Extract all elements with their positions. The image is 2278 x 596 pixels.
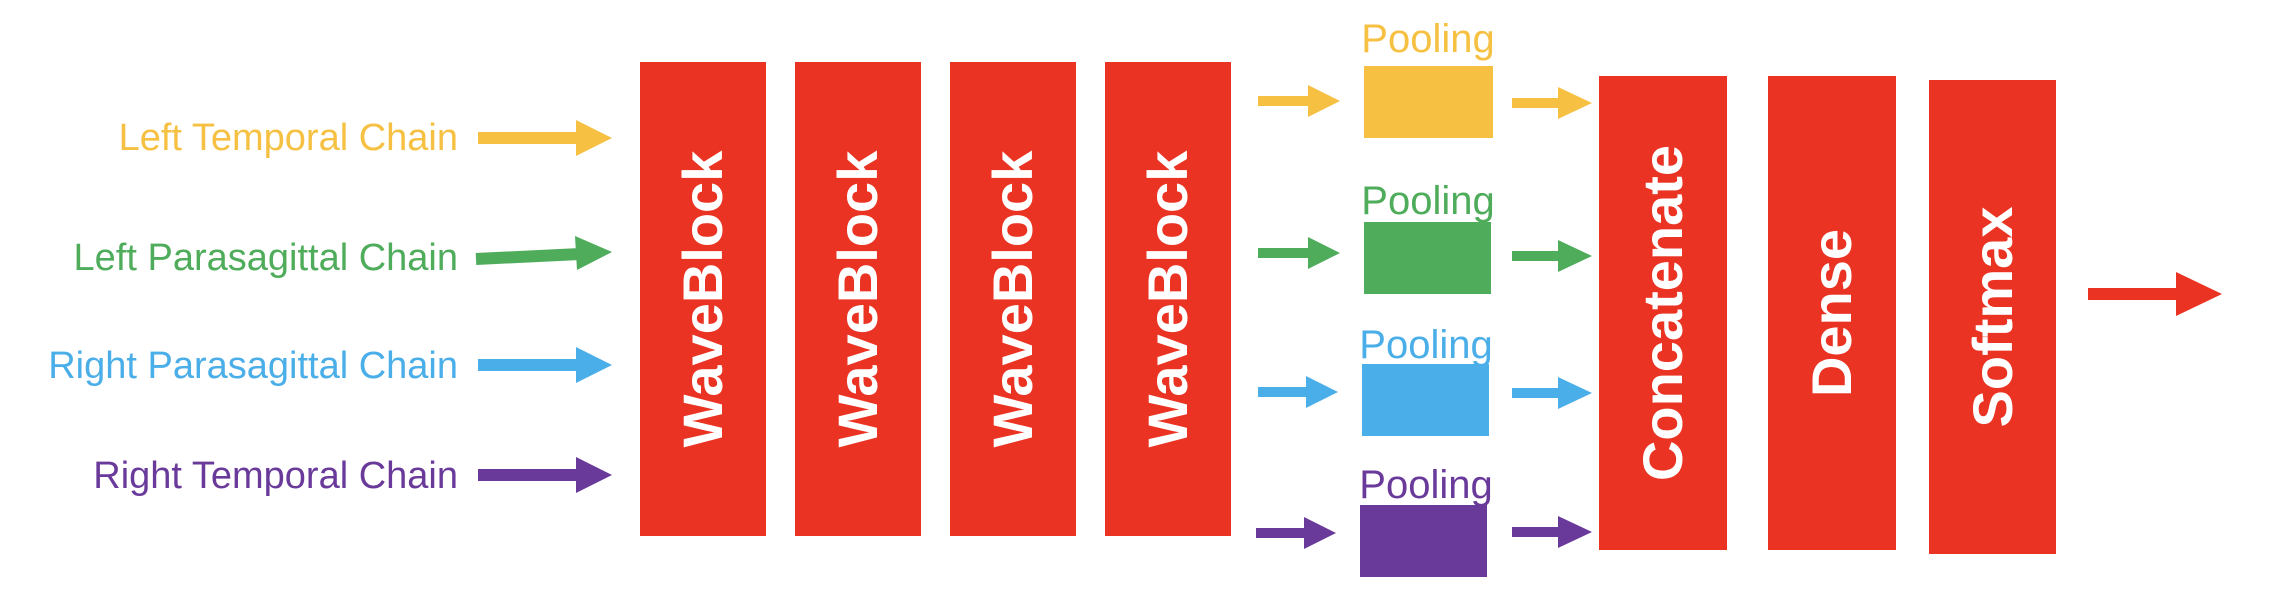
arrow-to-concatenate-3 — [1512, 377, 1592, 409]
input-label-left-parasagittal: Left Parasagittal Chain — [73, 237, 458, 279]
concatenate-block: Concatenate — [1599, 76, 1727, 550]
pooling-label-1: Pooling — [1361, 17, 1495, 61]
softmax-block: Softmax — [1929, 80, 2056, 554]
arrow-to-concatenate-1 — [1512, 87, 1592, 119]
dense-block: Dense — [1768, 76, 1896, 550]
waveblock-2: WaveBlock — [795, 62, 921, 536]
pooling-box-2 — [1364, 222, 1491, 294]
pooling-label-3: Pooling — [1359, 323, 1493, 367]
arrow-to-concatenate-2 — [1512, 240, 1592, 272]
waveblock-1: WaveBlock — [640, 62, 766, 536]
input-label-right-parasagittal: Right Parasagittal Chain — [48, 345, 458, 387]
pooling-box-1 — [1364, 66, 1493, 138]
pooling-label-2: Pooling — [1361, 179, 1495, 223]
pooling-box-3 — [1362, 364, 1489, 436]
output-arrow — [2088, 272, 2222, 316]
arrow-to-concatenate-4 — [1512, 516, 1592, 548]
input-arrow-left-parasagittal — [475, 236, 612, 270]
arrow-to-pooling-2 — [1258, 237, 1340, 269]
arrow-to-pooling-1 — [1258, 85, 1340, 117]
arrow-to-pooling-3 — [1258, 376, 1338, 408]
pooling-box-4 — [1360, 505, 1487, 577]
input-label-right-temporal: Right Temporal Chain — [93, 455, 458, 497]
input-arrow-left-temporal — [478, 120, 612, 156]
input-arrow-right-temporal — [478, 457, 612, 493]
pooling-label-4: Pooling — [1359, 463, 1493, 507]
waveblock-4: WaveBlock — [1105, 62, 1231, 536]
arrow-to-pooling-4 — [1256, 517, 1336, 549]
waveblock-3: WaveBlock — [950, 62, 1076, 536]
input-label-left-temporal: Left Temporal Chain — [118, 117, 458, 159]
input-arrow-right-parasagittal — [478, 347, 612, 383]
